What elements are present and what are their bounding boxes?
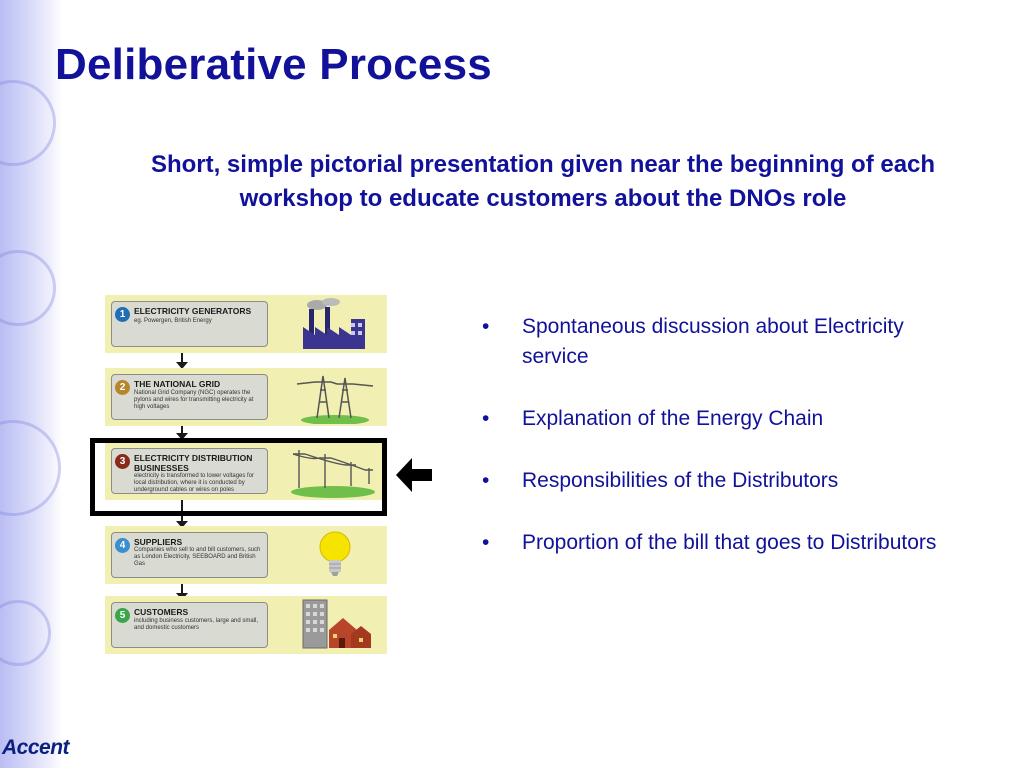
energy-chain-diagram: 1 ELECTRICITY GENERATORS eg. Powergen, B… [90,292,390,654]
stage-number: 2 [115,380,130,395]
highlight-frame [90,438,387,516]
stage-box: 4 SUPPLIERS Companies who sell to and bi… [111,532,268,578]
bullet-item: • Responsibilities of the Distributors [480,466,940,496]
stage-description: eg. Powergen, British Energy [134,318,212,324]
left-arrow-icon [396,458,432,492]
stage-description: Companies who sell to and bill customers… [134,547,261,567]
stage-suppliers: 4 SUPPLIERS Companies who sell to and bi… [105,526,387,584]
bullet-list: • Spontaneous discussion about Electricit… [480,312,940,590]
bullet-marker: • [482,315,490,338]
left-decorative-band [0,0,62,768]
stage-description: electricity is transformed to lower volt… [134,473,255,493]
stage-box: 1 ELECTRICITY GENERATORS eg. Powergen, B… [111,301,268,347]
bullet-marker: • [482,407,490,430]
stage-title: CUSTOMERS [134,607,189,617]
lightbulb-icon [319,531,351,576]
stage-title: THE NATIONAL GRID [134,379,221,389]
factory-icon [303,298,365,349]
accent-logo: Accent [2,736,70,759]
stage-national-grid: 2 THE NATIONAL GRID National Grid Compan… [105,368,387,426]
bullet-text: Spontaneous discussion about Electricity… [522,315,904,368]
slide-title: Deliberative Process [55,40,492,89]
stage-distribution-businesses: 3 ELECTRICITY DISTRIBUTION BUSINESSES el… [105,442,387,500]
bullet-item: • Explanation of the Energy Chain [480,404,940,434]
bullet-item: • Proportion of the bill that goes to Dis… [480,528,940,558]
stage-title: ELECTRICITY GENERATORS [134,306,252,316]
stage-number: 4 [115,538,130,553]
stage-title: SUPPLIERS [134,537,183,547]
bullet-marker: • [482,469,490,492]
slide-subtitle: Short, simple pictorial presentation giv… [150,151,936,212]
pylon-icon [296,375,374,424]
bullet-text: Responsibilities of the Distributors [522,469,839,492]
stage-description: National Grid Company (NGC) operates the… [134,390,254,410]
bullet-text: Proportion of the bill that goes to Dist… [522,531,937,554]
stage-box: 2 THE NATIONAL GRID National Grid Compan… [111,374,268,420]
stage-title: ELECTRICITY DISTRIBUTION BUSINESSES [134,453,253,473]
bullet-item: • Spontaneous discussion about Electricit… [480,312,940,372]
stage-number: 1 [115,307,130,322]
stage-box: 5 CUSTOMERS including business customers… [111,602,268,648]
bullet-marker: • [482,531,490,554]
stage-number: 5 [115,608,130,623]
stage-description: including business customers, large and … [134,618,259,631]
stage-generators: 1 ELECTRICITY GENERATORS eg. Powergen, B… [105,295,387,353]
stage-customers: 5 CUSTOMERS including business customers… [105,596,387,654]
stage-box: 3 ELECTRICITY DISTRIBUTION BUSINESSES el… [111,448,268,494]
stage-number: 3 [115,454,130,469]
buildings-icon [302,599,371,649]
poles-icon [291,450,375,498]
bullet-text: Explanation of the Energy Chain [522,407,824,430]
